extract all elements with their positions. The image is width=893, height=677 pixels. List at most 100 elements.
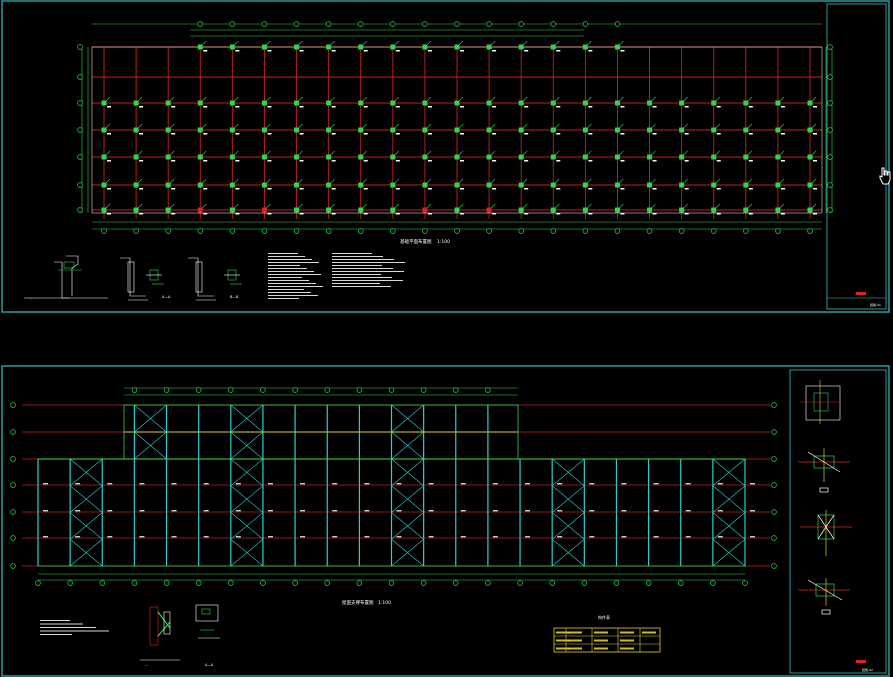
- footing-leader: [779, 203, 785, 209]
- footing-mark: [422, 154, 428, 160]
- footing-mark: [390, 44, 396, 50]
- footing-mark: [582, 100, 588, 106]
- axis-bubble: [743, 228, 749, 234]
- footing-leader: [587, 150, 592, 156]
- note-line: [268, 289, 304, 290]
- footing-tag: [235, 50, 240, 52]
- footing-mark: [518, 100, 524, 106]
- member-table-title: 构件表: [598, 614, 610, 620]
- footing-mark: [165, 100, 171, 106]
- footing-mark: [454, 182, 460, 188]
- footing-tag: [107, 188, 111, 190]
- footing-tag: [588, 50, 593, 52]
- member-tag: [43, 536, 48, 538]
- axis-bubble: [827, 74, 833, 80]
- x-brace: [230, 512, 264, 540]
- footing-leader: [458, 150, 464, 156]
- table-cell-text: [620, 639, 634, 642]
- note-line: [268, 292, 311, 293]
- member-tag: [396, 536, 402, 538]
- footing-mark: [711, 182, 717, 188]
- footing-mark: [486, 154, 492, 160]
- footing-tag: [813, 106, 817, 108]
- member-tag: [621, 483, 627, 485]
- footing-mark: [614, 44, 620, 50]
- footing-tag: [331, 133, 336, 135]
- sheet2-stamp-text: 结施-02: [862, 667, 873, 672]
- footing-mark: [807, 182, 813, 188]
- footing-mark: [358, 182, 364, 188]
- footing-leader: [683, 123, 688, 129]
- footing-leader: [105, 203, 111, 209]
- footing-leader: [394, 123, 400, 129]
- footing-leader: [522, 40, 528, 46]
- footing-tag: [684, 133, 689, 135]
- footing-tag: [716, 188, 721, 190]
- axis-bubble: [486, 228, 492, 234]
- footing-tag: [620, 188, 625, 190]
- footing-tag: [780, 188, 785, 190]
- footing-tag: [331, 106, 336, 108]
- footing-mark: [679, 207, 685, 213]
- axis-bubble: [35, 580, 41, 586]
- footing-mark: [197, 100, 203, 106]
- footing-tag: [331, 50, 336, 52]
- member-tag: [364, 536, 370, 538]
- member-tag: [492, 536, 498, 538]
- note-line: [268, 283, 316, 284]
- axis-bubble: [827, 154, 833, 160]
- axis-bubble: [485, 387, 491, 393]
- sheet2-red-stamp: [856, 660, 866, 663]
- member-tag: [203, 536, 209, 538]
- note-line: [332, 271, 404, 272]
- x-brace: [391, 539, 424, 567]
- footing-mark: [775, 207, 781, 213]
- footing-mark: [743, 154, 749, 160]
- footing-leader: [683, 203, 688, 209]
- footing-leader: [426, 123, 432, 129]
- sheet2-detail-knee-brace: [140, 604, 220, 661]
- footing-mark: [454, 100, 460, 106]
- axis-bubble: [67, 580, 73, 586]
- member-tag: [300, 536, 306, 538]
- member-table[interactable]: 构件表: [553, 614, 661, 653]
- footing-tag: [139, 188, 144, 190]
- axis-bubble: [10, 429, 16, 435]
- footing-leader: [458, 40, 464, 46]
- x-brace: [230, 431, 264, 460]
- x-brace: [134, 431, 167, 460]
- note-line: [332, 280, 403, 281]
- footing-tag: [395, 188, 400, 190]
- footing-tag: [267, 188, 272, 190]
- footing-leader: [266, 150, 271, 156]
- member-tag: [525, 536, 531, 538]
- footing-mark: [518, 127, 524, 133]
- footing-mark: [486, 127, 492, 133]
- axis-bubble: [614, 21, 621, 27]
- axis-bubble: [163, 580, 170, 586]
- footing-mark: [358, 207, 364, 213]
- axis-bubble: [549, 580, 555, 586]
- member-tag: [107, 483, 113, 485]
- footing-leader: [715, 123, 720, 129]
- footing-leader: [330, 123, 335, 129]
- footing-leader: [715, 178, 720, 184]
- footing-mark: [518, 154, 524, 160]
- footing-tag: [395, 50, 400, 52]
- axis-bubble: [453, 580, 459, 586]
- sheet1-detail-wall-section: [24, 255, 108, 299]
- axis-bubble: [10, 509, 16, 515]
- sheet1-plan-title: 基础平面布置图: [400, 238, 432, 245]
- footing-mark: [743, 127, 749, 133]
- note-line: [332, 283, 380, 284]
- footing-leader: [555, 203, 560, 209]
- footing-mark: [358, 100, 364, 106]
- footing-leader: [522, 150, 528, 156]
- footing-leader: [202, 123, 207, 129]
- footing-tag: [107, 133, 111, 135]
- footing-tag: [492, 160, 497, 162]
- sheet1-red-stamp: [856, 292, 866, 295]
- member-tag: [750, 510, 755, 512]
- footing-leader: [202, 150, 207, 156]
